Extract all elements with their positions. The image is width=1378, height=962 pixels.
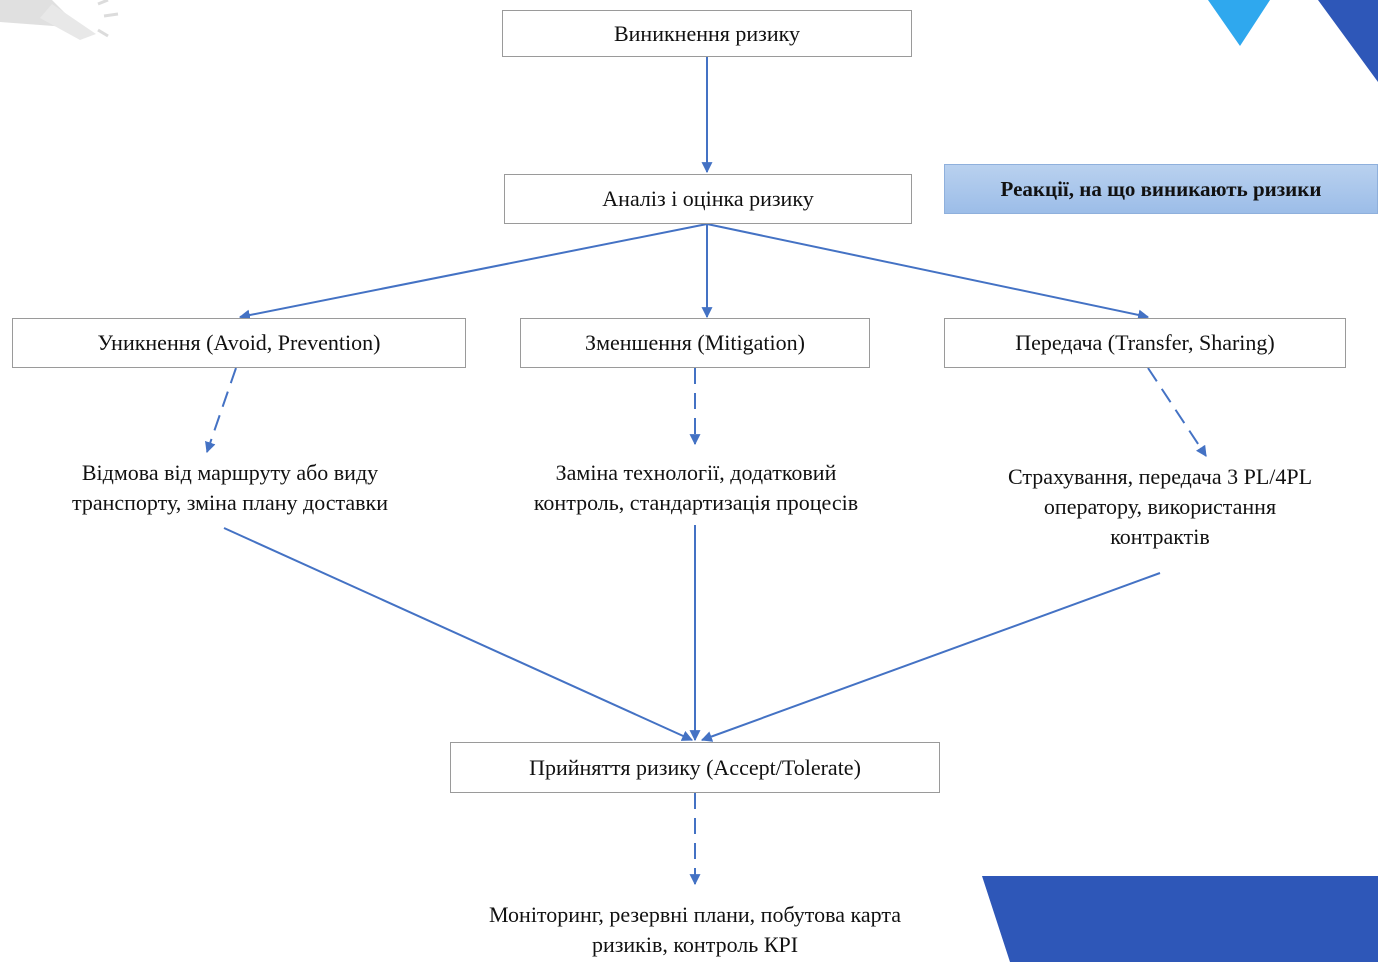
node-transfer: Передача (Transfer, Sharing) <box>944 318 1346 368</box>
note-accept-line-1: Моніторинг, резервні плани, побутова кар… <box>489 902 901 927</box>
node-analysis: Аналіз і оцінка ризику <box>504 174 912 224</box>
arrow-transfer-note-to-accept <box>700 572 1161 742</box>
node-mitigation-label: Зменшення (Mitigation) <box>585 330 805 355</box>
note-avoid-line-2: транспорту, зміна плану доставки <box>71 490 389 515</box>
note-avoid: Відмова від маршруту або виду транспорту… <box>10 458 450 518</box>
arrow-avoid-note-to-accept <box>223 527 694 741</box>
note-transfer-line-2: оператору, використання <box>1043 494 1277 519</box>
node-accept: Прийняття ризику (Accept/Tolerate) <box>450 742 940 793</box>
node-avoid: Уникнення (Avoid, Prevention) <box>12 318 466 368</box>
node-analysis-label: Аналіз і оцінка ризику <box>602 186 814 211</box>
node-avoid-label: Уникнення (Avoid, Prevention) <box>97 330 381 355</box>
note-mitigation: Заміна технології, додатковий контроль, … <box>488 458 904 518</box>
arrow-analysis-to-transfer <box>706 223 1150 321</box>
dashed-transfer-to-note <box>1147 367 1207 457</box>
note-accept: Моніторинг, резервні плани, побутова кар… <box>420 900 970 960</box>
note-transfer: Страхування, передача 3 PL/4PL оператору… <box>952 462 1368 552</box>
dashed-avoid-to-note <box>205 367 237 454</box>
note-avoid-line-1: Відмова від маршруту або виду <box>81 460 379 485</box>
side-label-reactions: Реакції, на що виникають ризики <box>944 164 1378 214</box>
corner-triangle-dark <box>1318 0 1378 82</box>
note-transfer-line-1: Страхування, передача 3 PL/4PL <box>1007 464 1313 489</box>
note-accept-line-2: ризиків, контроль КРІ <box>591 932 799 957</box>
arrow-analysis-to-avoid <box>238 223 708 321</box>
note-mitigation-line-2: контроль, стандартизація процесів <box>533 490 859 515</box>
corner-triangle-light <box>1208 0 1270 46</box>
note-transfer-line-3: контрактів <box>1110 524 1210 549</box>
corner-band <box>982 876 1378 962</box>
node-mitigation: Зменшення (Mitigation) <box>520 318 870 368</box>
node-accept-label: Прийняття ризику (Accept/Tolerate) <box>529 754 861 780</box>
speaker-icon[interactable] <box>0 0 119 40</box>
node-transfer-label: Передача (Transfer, Sharing) <box>1015 330 1275 355</box>
node-risk-emergence: Виникнення ризику <box>502 10 912 57</box>
note-mitigation-line-1: Заміна технології, додатковий <box>555 460 837 485</box>
side-label-text: Реакції, на що виникають ризики <box>1000 176 1322 201</box>
node-risk-emergence-label: Виникнення ризику <box>613 20 800 46</box>
